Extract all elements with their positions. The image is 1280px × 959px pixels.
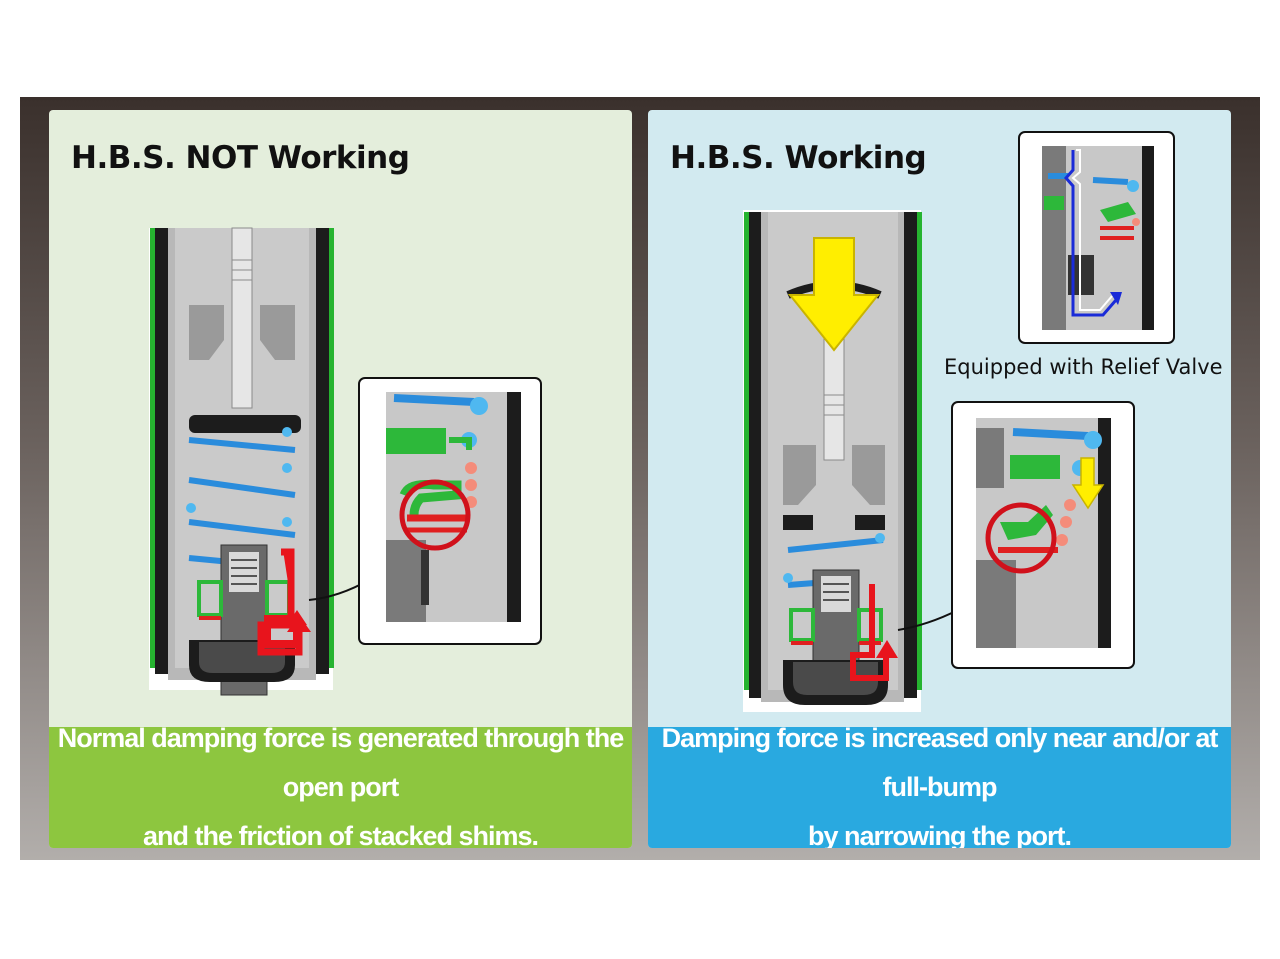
panel-hbs-working: H.B.S. Working Equipped with Relief Valv… <box>648 110 1231 848</box>
shock-absorber-illustration-left <box>149 227 542 696</box>
highlight-ring-icon <box>399 479 471 551</box>
caption-box: Damping force is increased only near and… <box>648 723 1231 848</box>
flow-arrow-icon <box>876 640 898 658</box>
caption-line: and the friction of stacked shims. <box>142 821 539 848</box>
caption-line: Normal damping force is generated throug… <box>57 723 625 802</box>
panel-title: H.B.S. Working <box>670 140 927 176</box>
caption-line: Damping force is increased only near and… <box>661 723 1219 802</box>
panel-hbs-not-working: H.B.S. NOT Working Normal damping force … <box>49 110 632 848</box>
highlight-ring-icon <box>985 502 1057 574</box>
force-arrow-icon <box>1071 457 1105 510</box>
shock-absorber-illustration-right <box>743 131 1175 712</box>
relief-flow-arrow-icon <box>1064 150 1118 317</box>
spring-icon <box>186 427 296 565</box>
panel-title: H.B.S. NOT Working <box>71 140 410 176</box>
relief-valve-label: Equipped with Relief Valve <box>944 355 1223 379</box>
caption-box: Normal damping force is generated throug… <box>49 723 632 848</box>
force-arrow-icon <box>787 237 881 352</box>
caption-line: by narrowing the port. <box>807 821 1072 848</box>
